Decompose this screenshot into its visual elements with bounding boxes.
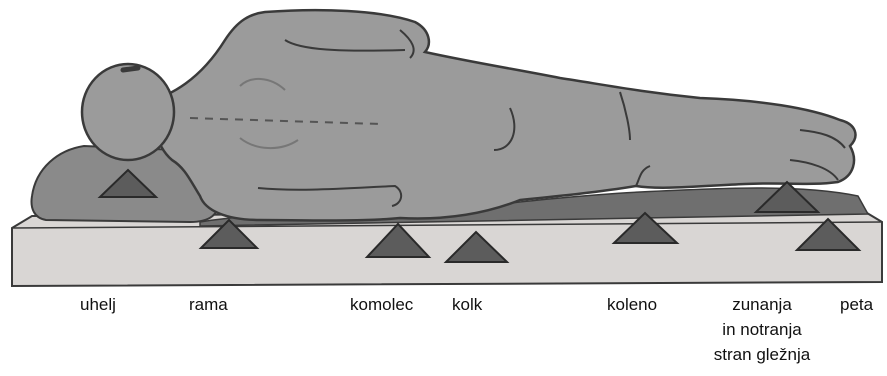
label-knee: koleno [607,295,657,315]
label-heel: peta [840,295,873,315]
label-ankle-line3: stran gležnja [697,345,827,365]
label-shoulder: rama [189,295,228,315]
label-ankle: zunanja in notranja stran gležnja [697,295,827,365]
label-ankle-line1: zunanja [697,295,827,315]
side-lying-pressure-diagram [0,0,887,290]
label-ankle-line2: in notranja [697,320,827,340]
head [82,64,174,160]
ear [123,68,138,70]
label-hip: kolk [452,295,482,315]
label-elbow: komolec [350,295,413,315]
label-ear: uhelj [80,295,116,315]
